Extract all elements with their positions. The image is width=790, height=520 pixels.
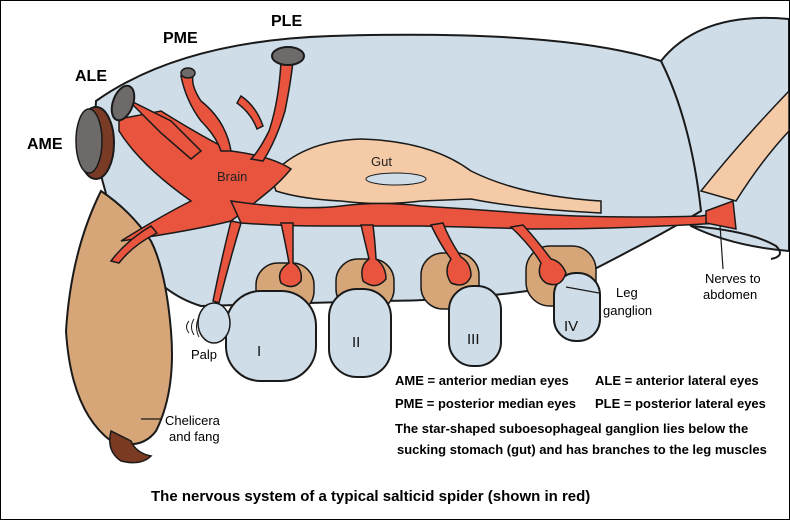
nerve-pme	[180, 75, 232, 152]
label-palp: Palp	[191, 347, 217, 362]
abdomen-stripe	[699, 89, 789, 202]
label-leg-iv: IV	[564, 318, 578, 335]
ple-eye	[271, 46, 305, 66]
label-leg-ganglion: Leg ganglion	[603, 285, 652, 318]
nerve-leg-iv	[509, 224, 567, 286]
palp-hairs	[186, 316, 200, 338]
label-leg-ii: II	[352, 334, 360, 351]
gut	[270, 138, 602, 214]
brain	[118, 110, 293, 242]
chelicera	[64, 189, 173, 446]
legend-pme: PME = posterior median eyes	[395, 396, 576, 411]
nerve-leg-iii	[429, 222, 472, 286]
label-brain: Brain	[217, 169, 247, 184]
label-ame: AME	[27, 136, 63, 153]
caption: The nervous system of a typical salticid…	[151, 488, 590, 505]
fang	[109, 429, 153, 464]
legend-ame: AME = anterior median eyes	[395, 373, 569, 388]
label-ple: PLE	[271, 13, 302, 30]
pme-eye	[180, 67, 196, 79]
legend-note-line1: The star-shaped suboesophageal ganglion …	[395, 421, 748, 436]
nerve-ple	[249, 60, 294, 162]
palp	[197, 302, 231, 344]
nerve-chelicera	[109, 225, 159, 264]
label-pme: PME	[163, 30, 198, 47]
label-leg-iii: III	[467, 331, 480, 348]
legs	[225, 272, 601, 382]
pointer-lines	[141, 224, 724, 420]
gut-lumen	[365, 172, 427, 186]
legend-note-line2: sucking stomach (gut) and has branches t…	[397, 442, 767, 457]
eyes	[75, 46, 305, 180]
label-leg-i: I	[257, 343, 261, 360]
label-chelicera: Chelicera and fang	[165, 413, 224, 444]
legend: AME = anterior median eyes ALE = anterio…	[395, 373, 767, 457]
ale-eye	[110, 84, 136, 122]
label-nerves-to-abdomen: Nerves to abdomen	[703, 271, 764, 302]
nerve-ple-branch	[236, 94, 264, 131]
nerve-cord-tip	[705, 199, 737, 230]
nerve-palp	[212, 220, 242, 304]
nerve-leg-ii	[360, 224, 387, 287]
label-ale: ALE	[75, 68, 107, 85]
nerve-ale	[126, 98, 203, 160]
label-gut: Gut	[371, 154, 392, 169]
nerve-leg-i	[278, 222, 303, 288]
nervous-system	[109, 60, 737, 304]
legend-ale: ALE = anterior lateral eyes	[595, 373, 759, 388]
legend-ple: PLE = posterior lateral eyes	[595, 396, 766, 411]
